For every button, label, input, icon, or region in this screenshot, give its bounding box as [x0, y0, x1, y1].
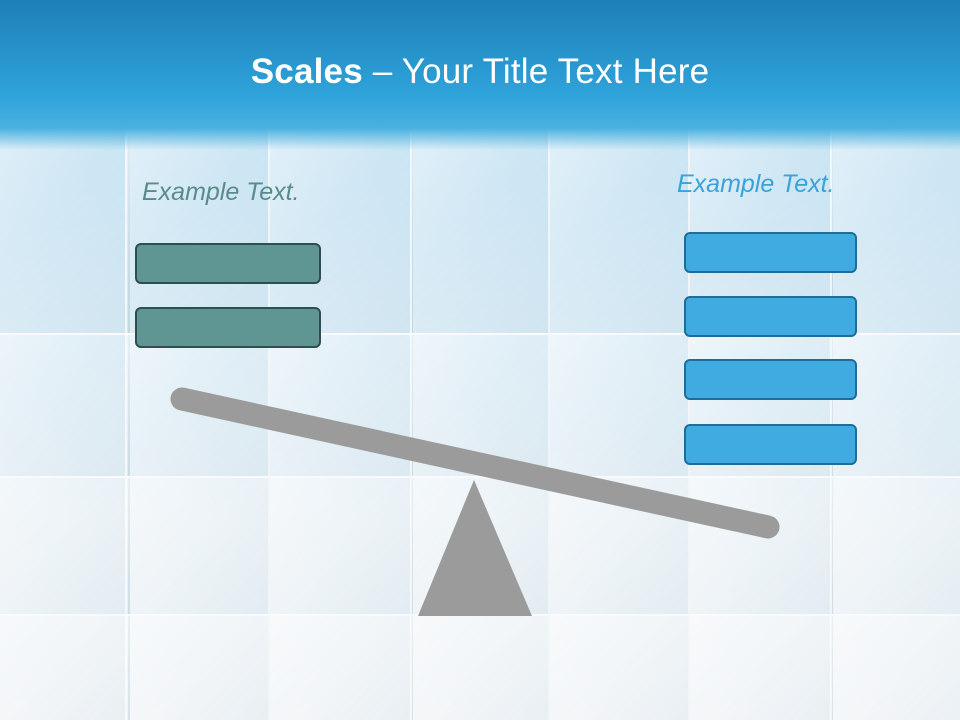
slide-title-bold: Scales — [250, 52, 363, 91]
slide-title[interactable]: Scales – Your Title Text Here — [0, 52, 960, 92]
right-caption[interactable]: Example Text. — [677, 170, 835, 198]
left-weight-box-2[interactable] — [135, 307, 321, 348]
right-weight-box-4[interactable] — [684, 424, 857, 465]
right-weight-box-2[interactable] — [684, 296, 857, 337]
seesaw-fulcrum[interactable] — [418, 480, 532, 616]
seesaw-beam[interactable] — [170, 387, 780, 539]
right-weight-box-3[interactable] — [684, 359, 857, 400]
right-weight-box-1[interactable] — [684, 232, 857, 273]
slide-title-rest: – Your Title Text Here — [362, 52, 710, 91]
left-weight-box-1[interactable] — [135, 243, 321, 284]
left-caption[interactable]: Example Text. — [142, 178, 300, 206]
title-bar — [0, 0, 960, 150]
